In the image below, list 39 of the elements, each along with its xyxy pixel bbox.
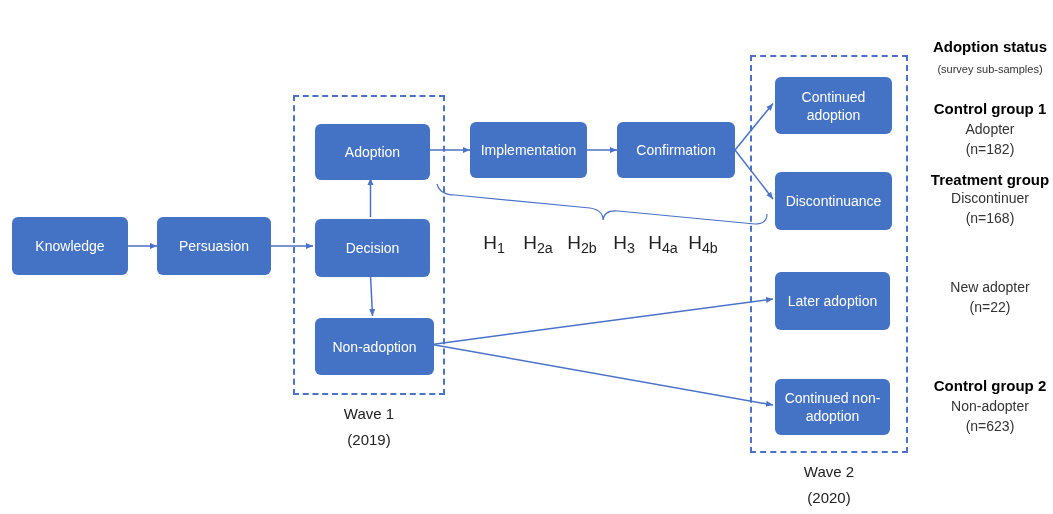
group-heading: Control group 1 — [933, 99, 1047, 119]
status-label: Adopter — [965, 121, 1015, 139]
status-label: (survey sub-samples) — [937, 63, 1043, 77]
process-box: Adoption — [315, 124, 430, 180]
arrow — [127, 243, 158, 249]
hypothesis-label: H$_{2b}$ — [567, 231, 597, 255]
arrow — [734, 102, 774, 151]
process-box: Confirmation — [617, 122, 735, 178]
arrow — [734, 149, 774, 200]
status-label: New adopter — [950, 279, 1030, 297]
wave-label: Wave 1 (2019) — [342, 404, 396, 450]
group-heading: Control group 2 — [933, 376, 1047, 396]
process-box: Persuasion — [157, 217, 271, 275]
process-box: Knowledge — [12, 217, 128, 275]
status-label: (n=623) — [965, 418, 1015, 436]
arrow — [586, 147, 618, 153]
process-box: Later adoption — [775, 272, 890, 330]
wave-label: Wave 2 (2020) — [802, 462, 856, 508]
status-label: Discontinuer — [951, 190, 1029, 208]
process-box: Continued non-adoption — [775, 379, 890, 435]
process-box: Continued adoption — [775, 77, 892, 134]
arrow — [270, 243, 314, 249]
hypothesis-label: H$_{4a}$ — [648, 231, 678, 255]
hypothesis-label: H$_{1}$ — [483, 231, 505, 255]
hypothesis-label: H$_{4b}$ — [688, 231, 718, 255]
group-heading: Treatment group — [930, 170, 1050, 190]
hypothesis-label: H$_{2a}$ — [523, 231, 553, 255]
status-label: (n=22) — [969, 299, 1011, 317]
process-box: Non-adoption — [315, 318, 434, 375]
process-box: Implementation — [470, 122, 587, 178]
arrow — [367, 177, 374, 218]
status-label: (n=168) — [965, 210, 1015, 228]
process-box: Decision — [315, 219, 430, 277]
hypothesis-label: H$_{3}$ — [613, 231, 635, 255]
status-label: (n=182) — [965, 141, 1015, 159]
process-box: Discontinuance — [775, 172, 892, 230]
status-label: Non-adopter — [951, 398, 1029, 416]
group-heading: Adoption status — [932, 37, 1048, 57]
arrow — [369, 274, 376, 317]
